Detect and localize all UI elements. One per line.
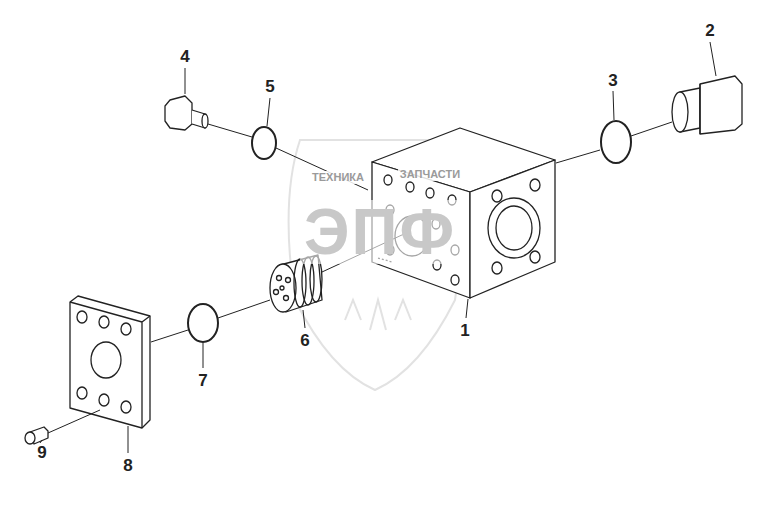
watermark-logo: ЭПФ [300, 200, 460, 264]
leader-lines [40, 42, 716, 453]
callout-number: 6 [298, 331, 311, 350]
callout-number: 9 [35, 443, 48, 462]
callout-number: 8 [121, 456, 134, 475]
callout-number: 7 [196, 371, 209, 390]
o-ring [252, 127, 276, 159]
screw [25, 427, 48, 444]
plug-large [672, 76, 742, 134]
flange-plate [70, 296, 150, 428]
callout-number: 2 [703, 21, 716, 40]
watermark-text: ЗАПЧАСТИ [398, 168, 462, 181]
plug-small [165, 96, 208, 130]
o-ring [188, 304, 218, 342]
callout-number: 5 [263, 77, 276, 96]
watermark-text: ТЕХНИКА [310, 171, 366, 184]
callout-number: 4 [178, 47, 191, 66]
o-ring [601, 121, 631, 163]
callout-number: 1 [458, 321, 471, 340]
callout-number: 3 [606, 71, 619, 90]
